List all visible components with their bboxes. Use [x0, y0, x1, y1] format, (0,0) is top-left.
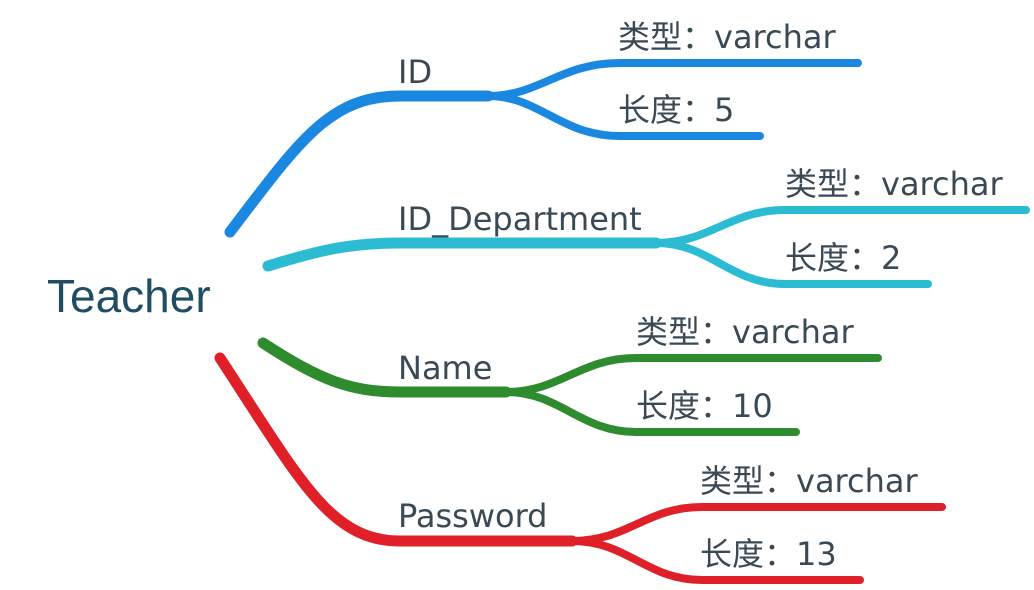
- leaf-node-name-length: 长度：10: [636, 387, 773, 425]
- leaf-node-name-type: 类型：varchar: [636, 313, 854, 351]
- leaf-node-id-department-length: 长度：2: [785, 239, 902, 277]
- root-node-teacher: Teacher: [47, 270, 211, 322]
- edge-id-department-length: [652, 239, 932, 288]
- edge-root-password: [214, 352, 578, 547]
- leaf-node-password-length: 长度：13: [700, 535, 837, 573]
- branch-node-id: ID: [398, 53, 433, 91]
- edge-root-id-department: [262, 237, 662, 272]
- edge-id-length: [484, 92, 764, 140]
- leaf-node-id-department-type: 类型：varchar: [785, 165, 1003, 203]
- branch-node-id-department: ID_Department: [398, 200, 642, 238]
- edge-password-length: [568, 537, 864, 584]
- edge-name-length: [502, 388, 800, 436]
- edge-root-name: [257, 337, 512, 398]
- edge-root-id: [224, 90, 494, 238]
- leaf-node-id-length: 长度：5: [618, 91, 735, 129]
- leaf-node-password-type: 类型：varchar: [700, 462, 918, 500]
- branch-node-name: Name: [398, 349, 493, 387]
- leaf-node-id-type: 类型：varchar: [618, 18, 836, 56]
- branch-node-password: Password: [398, 497, 548, 535]
